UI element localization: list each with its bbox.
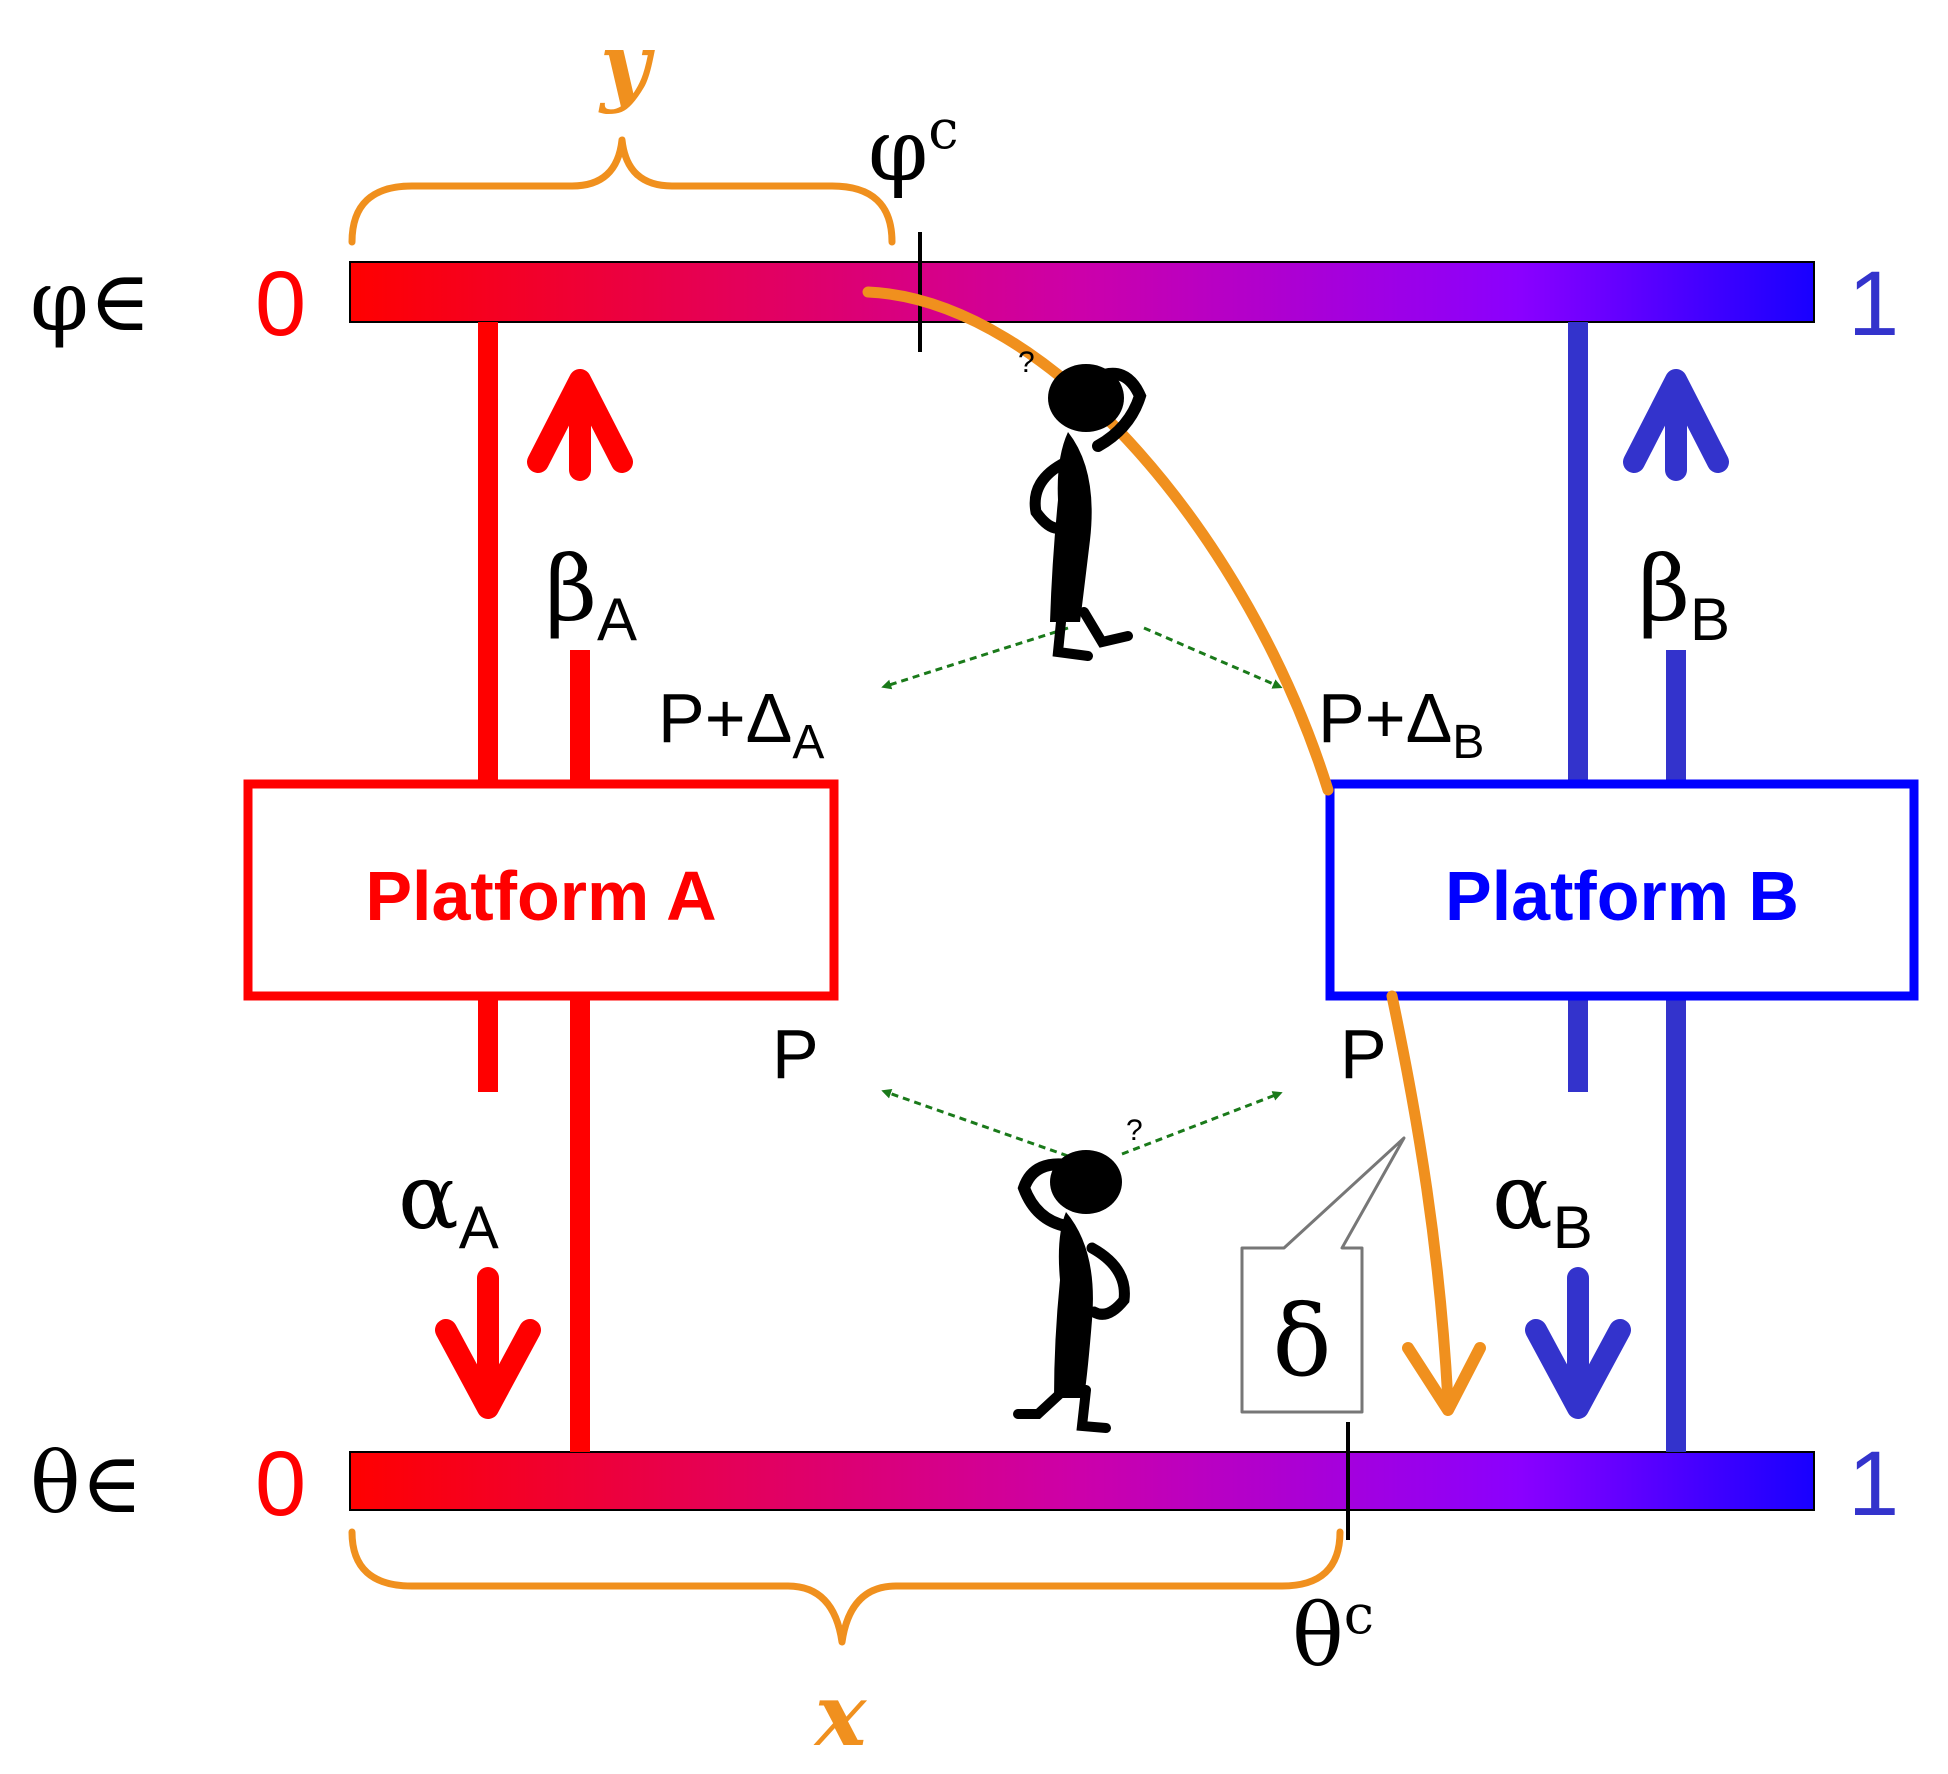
platform-a-title: Platform A: [365, 857, 716, 935]
delta-callout-box: [1240, 1136, 1406, 1414]
bottom-brace-shape: [348, 1528, 1344, 1646]
switching-curve-arrowhead: [1402, 1342, 1486, 1416]
top-axis-symbol: φ∈: [30, 252, 151, 350]
bottom-figure-legs: [1013, 1385, 1111, 1433]
platform-b-title: Platform B: [1445, 857, 1799, 935]
bottom-figure-body: [1054, 1212, 1093, 1398]
bottom-thinking-figure-icon: ?: [1013, 1114, 1143, 1433]
top-figure-arm-hip: [1029, 456, 1072, 534]
platform-b-box: [1325, 779, 1919, 1001]
bottom-axis-symbol: θ∈: [30, 1434, 143, 1532]
platform-b-beta: βB: [1638, 537, 1730, 653]
top-brace-label: y: [598, 15, 655, 116]
bottom-critical-label: θc: [1292, 1583, 1374, 1686]
bottom-gradient-bar: [349, 1451, 1815, 1511]
platform-b-group: Platform B βB αB P+ΔB P: [1318, 322, 1919, 1452]
delta-callout-label: δ: [1272, 1285, 1331, 1399]
top-sight-line-a: [881, 626, 1069, 690]
switching-curve-upper: [862, 286, 1334, 796]
bottom-figure-arm-hip: [1086, 1242, 1130, 1320]
top-thinking-figure-icon: ?: [1018, 346, 1147, 661]
bottom-axis-zero: 0: [255, 1433, 306, 1535]
top-axis: φ∈ 0 1 φc: [30, 98, 1899, 355]
platform-b-price-bottom: P: [1340, 1015, 1387, 1093]
top-figure-arm-raised: [1090, 367, 1147, 452]
switching-curve-lower: [1386, 990, 1454, 1408]
bottom-consumer-sight-lines: [881, 1088, 1283, 1158]
platform-a-price-bottom: P: [772, 1015, 819, 1093]
top-figure-thought-mark: ?: [1018, 346, 1035, 379]
top-figure-legs: [1052, 607, 1133, 661]
platform-a-price-top: P+ΔA: [658, 679, 824, 769]
top-brace: y: [348, 15, 896, 246]
bottom-axis-one: 1: [1848, 1433, 1899, 1535]
top-brace-shape: [348, 136, 896, 246]
bottom-sight-line-a: [881, 1088, 1069, 1158]
top-axis-one: 1: [1848, 253, 1899, 355]
platform-a-group: Platform A βA αA P+ΔA P: [243, 322, 839, 1452]
bottom-figure-arm-raised: [1017, 1158, 1080, 1232]
top-sight-line-b: [1143, 626, 1283, 689]
platform-b-alpha: αB: [1492, 1145, 1593, 1261]
top-figure-body: [1050, 432, 1092, 622]
top-gradient-bar: [349, 261, 1815, 323]
platform-b-price-top: P+ΔB: [1318, 679, 1484, 769]
top-axis-zero: 0: [255, 253, 306, 355]
platform-a-box: [243, 779, 839, 1001]
platform-b-up-arrow: [1623, 369, 1729, 481]
bottom-brace-label: x: [813, 1665, 868, 1766]
bottom-brace: x: [348, 1528, 1344, 1766]
platform-b-down-arrow: [1525, 1267, 1631, 1419]
bottom-sight-line-b: [1121, 1091, 1283, 1156]
top-consumer-sight-lines: [881, 626, 1283, 690]
bottom-figure-thought-mark: ?: [1126, 1114, 1143, 1147]
top-critical-label: φc: [868, 98, 958, 201]
platform-a-up-arrow: [527, 369, 633, 481]
bottom-axis: θ∈ 0 1 θc: [30, 1422, 1899, 1686]
switching-curve: [862, 286, 1486, 1416]
platform-a-alpha: αA: [398, 1145, 499, 1261]
platform-a-beta: βA: [545, 537, 637, 653]
delta-callout: δ: [1240, 1136, 1406, 1414]
top-figure-head: [1048, 364, 1124, 432]
platform-a-down-arrow: [435, 1267, 541, 1419]
